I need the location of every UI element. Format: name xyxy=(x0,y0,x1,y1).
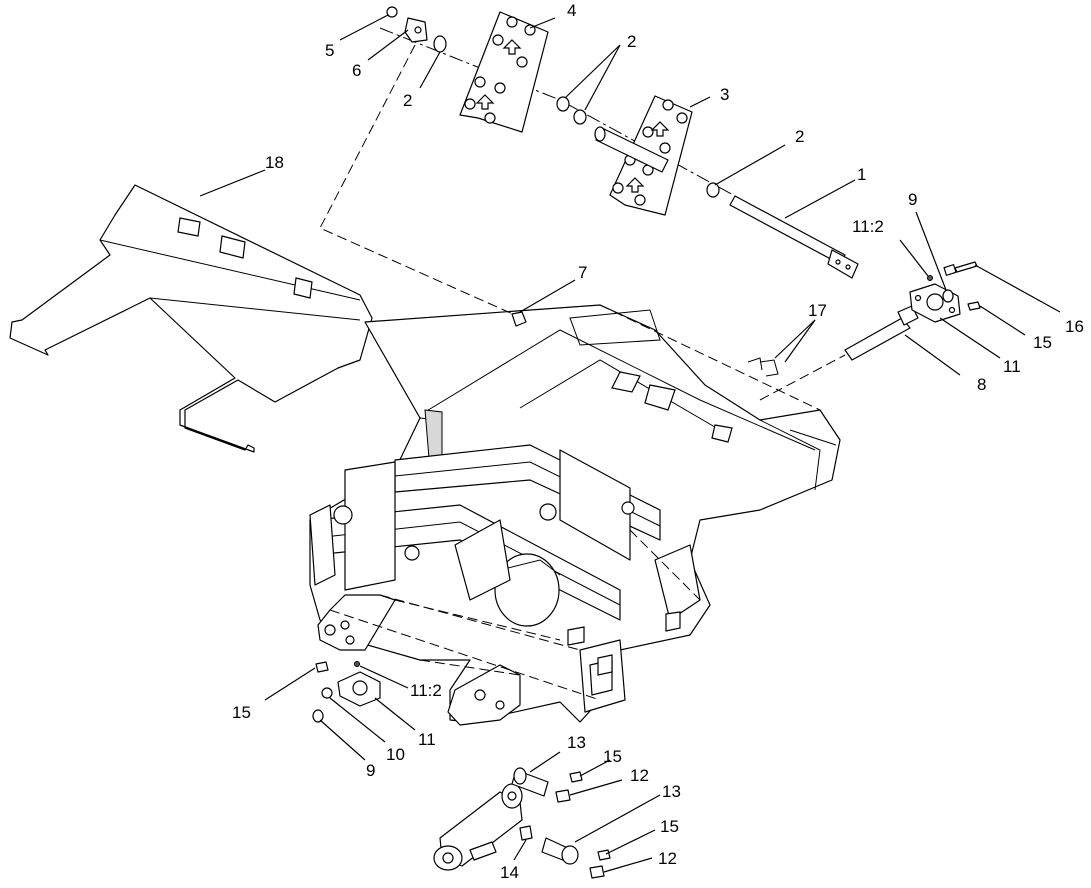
flange-bearing-part-11-upper xyxy=(909,275,961,323)
rod-end-part-13-upper xyxy=(511,767,549,797)
clips-part-17 xyxy=(747,357,779,377)
callout-11-lower: 11 xyxy=(418,730,436,749)
callout-12-upper: 12 xyxy=(630,766,649,785)
grease-fitting-part-11-2-upper xyxy=(927,275,933,281)
callout-15-lower-left: 15 xyxy=(232,703,251,722)
callout-11-2-upper: 11:2 xyxy=(852,217,884,236)
bushings-part-2 xyxy=(433,35,720,198)
callout-9-upper: 9 xyxy=(908,190,917,209)
fitting-part-15-lower-a xyxy=(569,771,583,783)
callout-2-right: 2 xyxy=(795,127,804,146)
callout-16: 16 xyxy=(1065,317,1084,336)
callout-13-lower: 13 xyxy=(662,782,681,801)
fitting-part-15-upper xyxy=(967,301,981,311)
callout-12-lower: 12 xyxy=(658,849,677,868)
fitting-part-15-lower-b xyxy=(597,849,611,861)
main-frame xyxy=(309,304,841,726)
pedal-part-4 xyxy=(459,11,549,133)
hydraulic-cylinder xyxy=(433,783,523,871)
bracket-part-6 xyxy=(404,17,428,43)
callout-11-2-lower: 11:2 xyxy=(410,681,442,700)
fitting-part-15-lower-left xyxy=(315,661,329,673)
callout-labels: 4 3 2 2 2 1 5 6 18 7 17 8 11 15 16 9 11:… xyxy=(232,1,1084,882)
callout-15-upper: 15 xyxy=(1033,333,1052,352)
callout-7: 7 xyxy=(578,263,587,282)
callout-13-upper: 13 xyxy=(567,733,586,752)
callout-15-lower-b: 15 xyxy=(660,817,679,836)
bolt-part-16 xyxy=(943,261,978,276)
nut-part-10 xyxy=(321,687,333,699)
leader-lines xyxy=(199,14,1061,873)
washer-part-9-lower xyxy=(312,709,324,723)
bolt-part-12-lower xyxy=(589,865,605,879)
spacer-part-14 xyxy=(519,825,533,841)
alignment-line-6-7 xyxy=(319,44,516,316)
callout-4: 4 xyxy=(567,1,576,20)
callout-5: 5 xyxy=(325,41,334,60)
callout-3: 3 xyxy=(720,85,729,104)
rod-end-part-13-lower xyxy=(541,837,579,865)
callout-14: 14 xyxy=(500,863,519,882)
callout-9-lower: 9 xyxy=(366,761,375,780)
callout-17: 17 xyxy=(808,301,827,320)
callout-15-lower-a: 15 xyxy=(603,747,622,766)
callout-8: 8 xyxy=(977,375,986,394)
bolt-part-12-upper xyxy=(555,789,571,803)
flange-bearing-part-11-lower xyxy=(337,661,381,707)
callout-11-upper: 11 xyxy=(1003,357,1021,376)
nut-part-5 xyxy=(386,6,398,18)
shaft-part-8 xyxy=(759,305,919,401)
pedal-part-3 xyxy=(594,95,693,216)
callout-2-top: 2 xyxy=(627,32,636,51)
callout-6: 6 xyxy=(352,61,361,80)
callout-10: 10 xyxy=(386,745,405,764)
callout-2-left: 2 xyxy=(403,91,412,110)
pivot-rod-part-1 xyxy=(729,195,859,279)
callout-1: 1 xyxy=(857,165,866,184)
callout-18: 18 xyxy=(265,153,284,172)
nut-part-7 xyxy=(511,311,527,327)
grease-fitting-part-11-2-lower xyxy=(354,661,360,667)
bushing-part-9-upper xyxy=(942,289,954,303)
floor-pan-part-18 xyxy=(9,184,373,453)
